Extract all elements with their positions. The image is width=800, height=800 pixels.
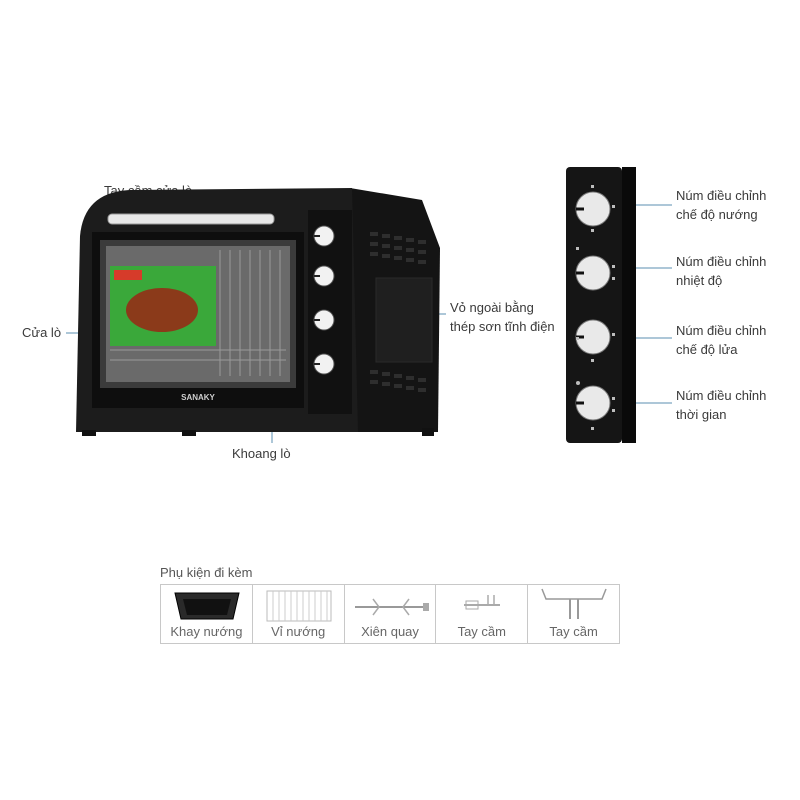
callout-knob1-line1: Núm điều chỉnh xyxy=(676,188,767,203)
closeup-knobs xyxy=(575,191,611,421)
accessory-label: Tay cầm xyxy=(549,624,598,639)
callout-oven-door: Cửa lò xyxy=(22,325,62,340)
baking-tray-icon xyxy=(174,592,240,620)
callout-knob2-line2: nhiệt độ xyxy=(676,273,723,288)
knob-tick-marks xyxy=(576,185,615,430)
rotisserie-skewer-icon xyxy=(354,598,429,616)
accessory-item: Vỉ nướng xyxy=(253,585,345,643)
callout-knob2-line1: Núm điều chỉnh xyxy=(676,254,767,269)
oven-foot xyxy=(182,430,196,436)
brand-strip xyxy=(92,390,304,404)
tray-handle-icon xyxy=(541,588,607,619)
callout-outer-shell: Vỏ ngoài bằng thép sơn tĩnh điện xyxy=(450,298,555,336)
oven-knobs xyxy=(313,225,335,375)
callout-knob-heat: Núm điều chỉnh chế độ lửa xyxy=(676,321,766,359)
callout-knob-timer: Núm điều chỉnh thời gian xyxy=(676,386,766,424)
control-panel-closeup xyxy=(560,165,642,445)
callout-knob-mode: Núm điều chỉnh chế độ nướng xyxy=(676,186,766,224)
callout-knob-temperature: Núm điều chỉnh nhiệt độ xyxy=(676,252,766,290)
food-image xyxy=(126,288,198,332)
accessory-item: Tay cầm xyxy=(436,585,529,643)
sticker-logo xyxy=(114,270,142,280)
callout-knob3-line2: chế độ lửa xyxy=(676,342,738,357)
oven-foot xyxy=(82,430,96,436)
callout-shell-line2: thép sơn tĩnh điện xyxy=(450,319,555,334)
door-handle xyxy=(107,213,275,225)
interior-grill-lines xyxy=(110,250,286,376)
accessory-item: Tay cầm xyxy=(528,585,619,643)
callout-knob4-line1: Núm điều chỉnh xyxy=(676,388,767,403)
callout-knob3-line1: Núm điều chỉnh xyxy=(676,323,767,338)
accessory-item: Khay nướng xyxy=(161,585,253,643)
accessories-list: Khay nướng Vỉ nướng Xiên quay Tay cầm xyxy=(160,584,620,644)
accessory-label: Xiên quay xyxy=(361,624,419,639)
skewer-handle-icon xyxy=(464,595,501,610)
callout-oven-chamber: Khoang lò xyxy=(232,446,291,461)
accessory-label: Vỉ nướng xyxy=(271,624,326,639)
oven-illustration: SANAKY xyxy=(70,180,450,440)
accessory-label: Khay nướng xyxy=(170,624,243,639)
grill-rack-icon xyxy=(266,590,332,622)
panel-body xyxy=(566,167,622,443)
callout-shell-line1: Vỏ ngoài bằng xyxy=(450,300,534,315)
brand-name: SANAKY xyxy=(181,393,215,402)
accessories-title: Phụ kiện đi kèm xyxy=(160,565,253,580)
side-vents xyxy=(370,232,426,392)
side-panel-inset xyxy=(375,277,433,363)
panel-edge xyxy=(622,167,636,443)
callout-knob1-line2: chế độ nướng xyxy=(676,207,758,222)
oven-foot xyxy=(422,428,434,436)
callout-knob4-line2: thời gian xyxy=(676,407,727,422)
accessory-item: Xiên quay xyxy=(345,585,437,643)
accessory-label: Tay cầm xyxy=(457,624,506,639)
